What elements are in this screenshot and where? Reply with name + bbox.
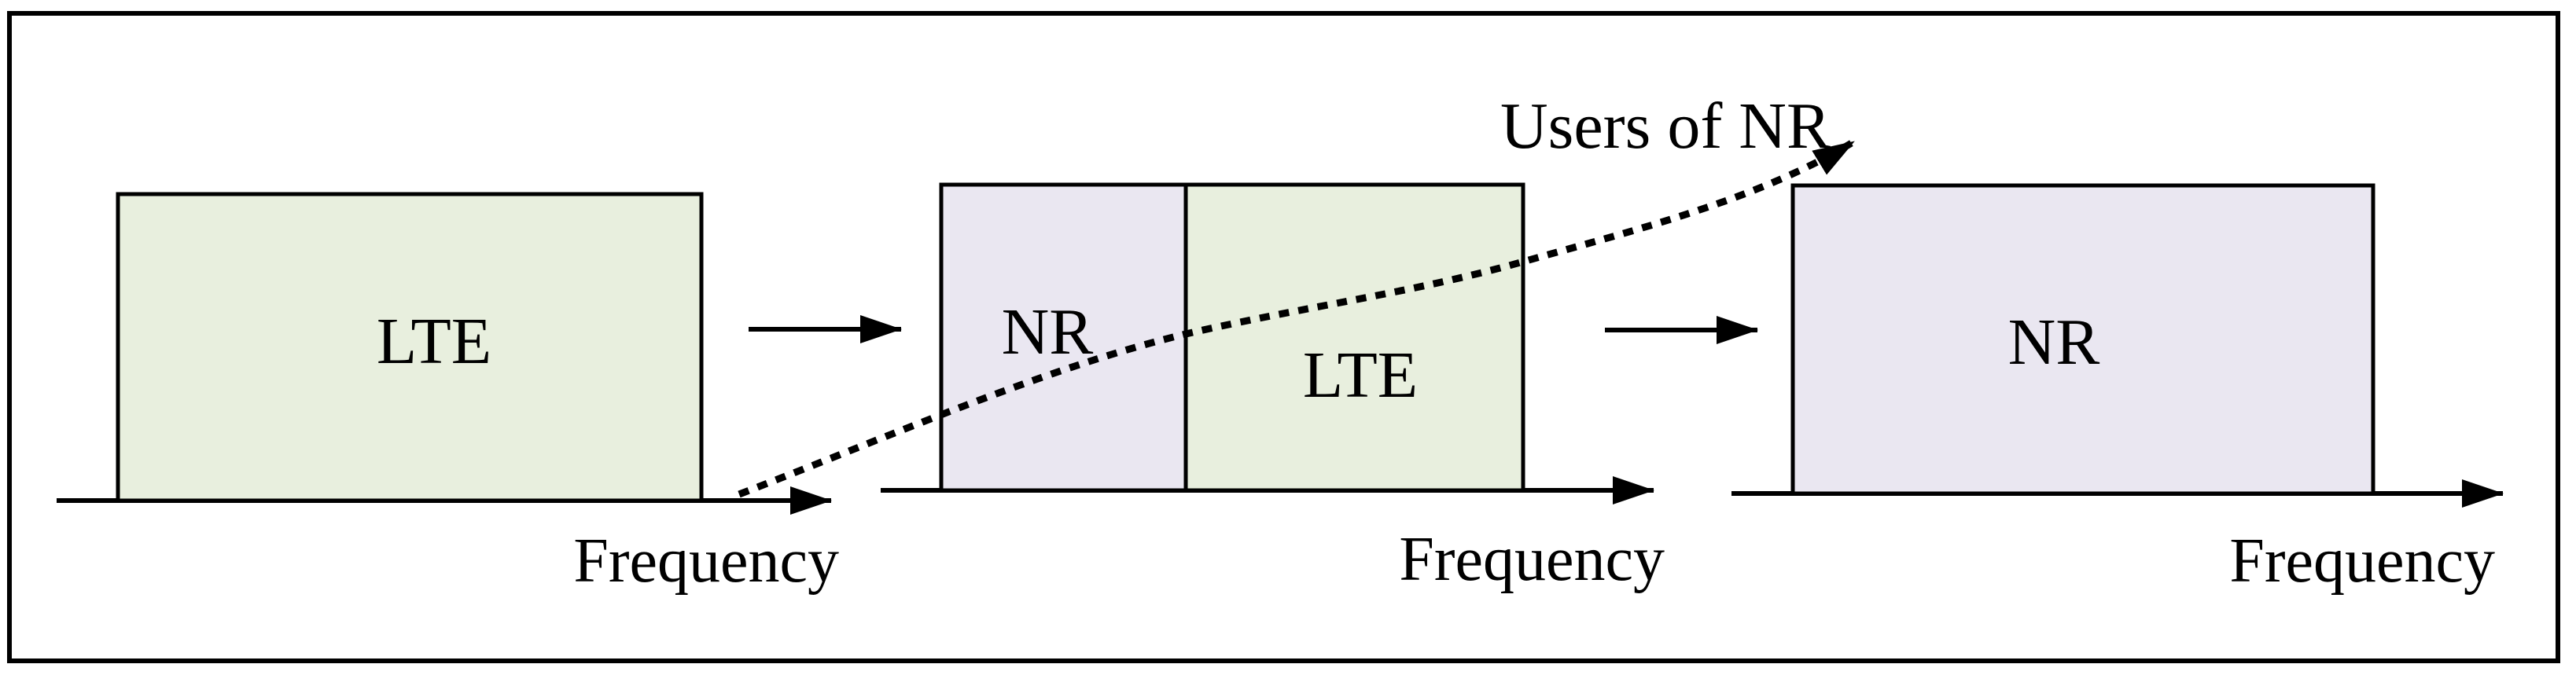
stage-2-nr-band [939,182,1188,493]
stage-3-nr-band-label: NR [2008,306,2100,379]
stage-2-frequency-axis-label: Frequency [1399,525,1665,594]
stage-2-group: NR LTE Frequency [881,182,1665,594]
users-of-nr-label: Users of NR [1500,90,1831,163]
figure-border [7,11,2560,663]
stage-3-group: NR Frequency [1731,183,2504,596]
stage-2-nr-band-label: NR [1002,295,1094,369]
stage-1-group: LTE Frequency [57,192,839,596]
stage-2-lte-band-label: LTE [1303,339,1418,412]
stage-1-lte-band-label: LTE [377,305,491,378]
stage-1-lte-band [116,192,704,503]
nr-users-trend-arrow [738,138,1857,498]
stage-1-frequency-axis-label: Frequency [573,526,839,596]
stage-3-frequency-axis-label: Frequency [2229,526,2495,596]
stage-3-nr-band [1790,183,2375,496]
stage-2-lte-band [1183,182,1525,493]
